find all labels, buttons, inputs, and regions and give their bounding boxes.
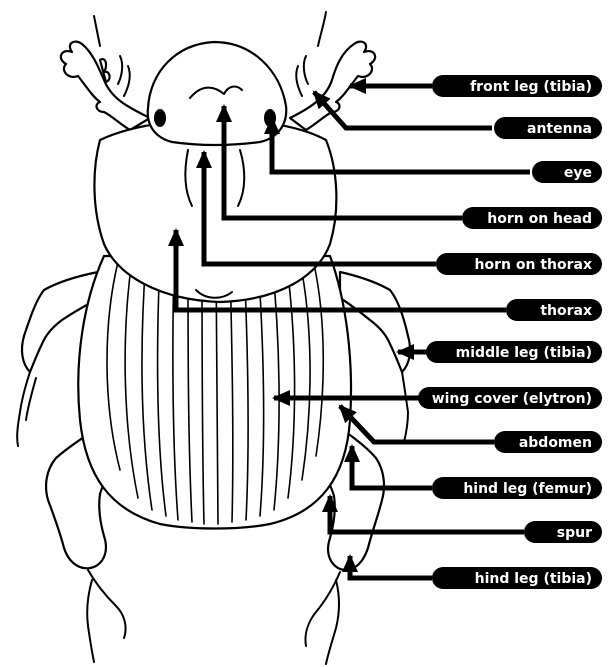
leader-line	[340, 406, 494, 442]
label-text: front leg (tibia)	[470, 79, 592, 95]
head-shape	[148, 42, 287, 145]
front-leg-left	[61, 16, 150, 130]
label-text: horn on head	[487, 211, 592, 227]
label-text: horn on thorax	[475, 257, 592, 273]
label-text: middle leg (tibia)	[456, 345, 592, 361]
label-text: thorax	[540, 303, 592, 319]
thorax-shape	[94, 120, 336, 302]
label-text: antenna	[527, 121, 592, 137]
label-text: hind leg (tibia)	[475, 571, 592, 587]
label-text: spur	[557, 525, 592, 541]
label-antenna: antenna	[313, 91, 602, 139]
eye-left-icon	[154, 109, 166, 127]
label-hind-leg-tibia: hind leg (tibia)	[342, 554, 602, 589]
label-text: eye	[564, 165, 592, 181]
label-front-leg-tibia: front leg (tibia)	[348, 75, 602, 97]
label-abdomen: abdomen	[339, 405, 602, 453]
label-text: abdomen	[519, 435, 592, 451]
label-middle-leg-tibia: middle leg (tibia)	[396, 341, 602, 363]
label-text: hind leg (femur)	[463, 481, 592, 497]
label-text: wing cover (elytron)	[432, 391, 592, 407]
